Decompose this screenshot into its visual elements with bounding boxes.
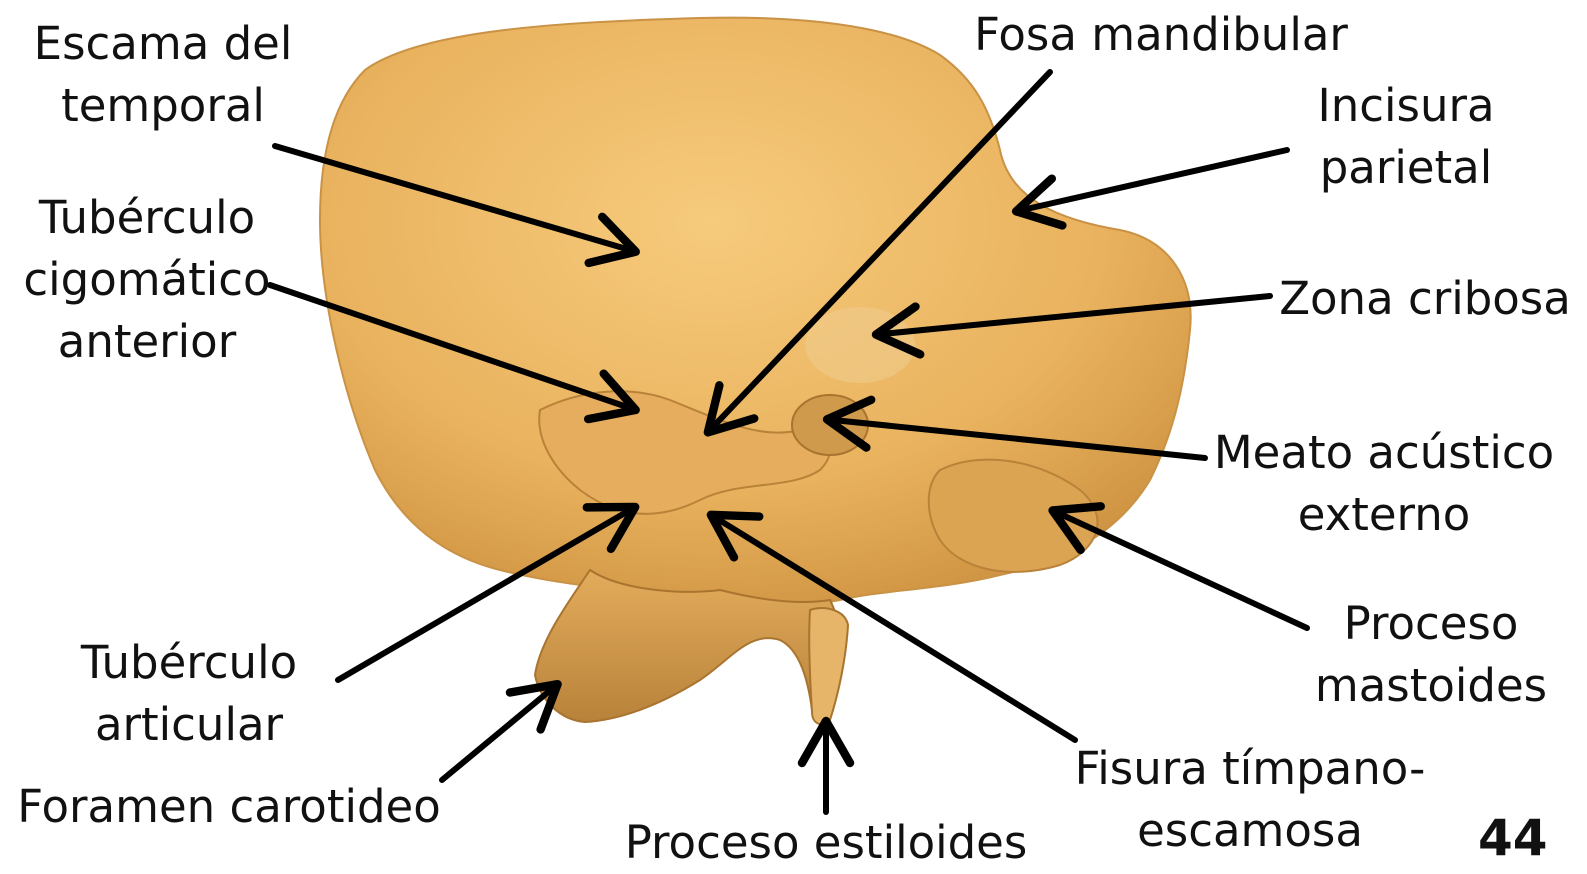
label-zona-cribosa: Zona cribosa: [1279, 268, 1571, 330]
label-tuberculo-articular: Tubérculo articular: [81, 632, 297, 756]
label-meato-acustico-externo: Meato acústico externo: [1214, 422, 1554, 546]
label-tuberculo-cigomatico-anterior: Tubérculo cigomático anterior: [23, 187, 270, 373]
label-proceso-estiloides: Proceso estiloides: [625, 812, 1028, 874]
label-proceso-mastoides: Proceso mastoides: [1315, 593, 1547, 717]
label-escama-del-temporal: Escama del temporal: [34, 13, 293, 137]
label-fosa-mandibular: Fosa mandibular: [974, 4, 1348, 66]
label-fisura-timpano-escamosa: Fisura tímpano- escamosa: [1075, 738, 1426, 862]
arrow-incisura-parietal: [1022, 150, 1287, 210]
arrow-foramen-carotideo: [442, 688, 553, 780]
cribrose-area: [805, 307, 915, 383]
label-foramen-carotideo: Foramen carotideo: [17, 776, 441, 838]
bone-specimen: [320, 18, 1191, 725]
styloid-process: [809, 608, 848, 724]
page-number: 44: [1478, 810, 1548, 866]
label-incisura-parietal: Incisura parietal: [1317, 75, 1494, 199]
